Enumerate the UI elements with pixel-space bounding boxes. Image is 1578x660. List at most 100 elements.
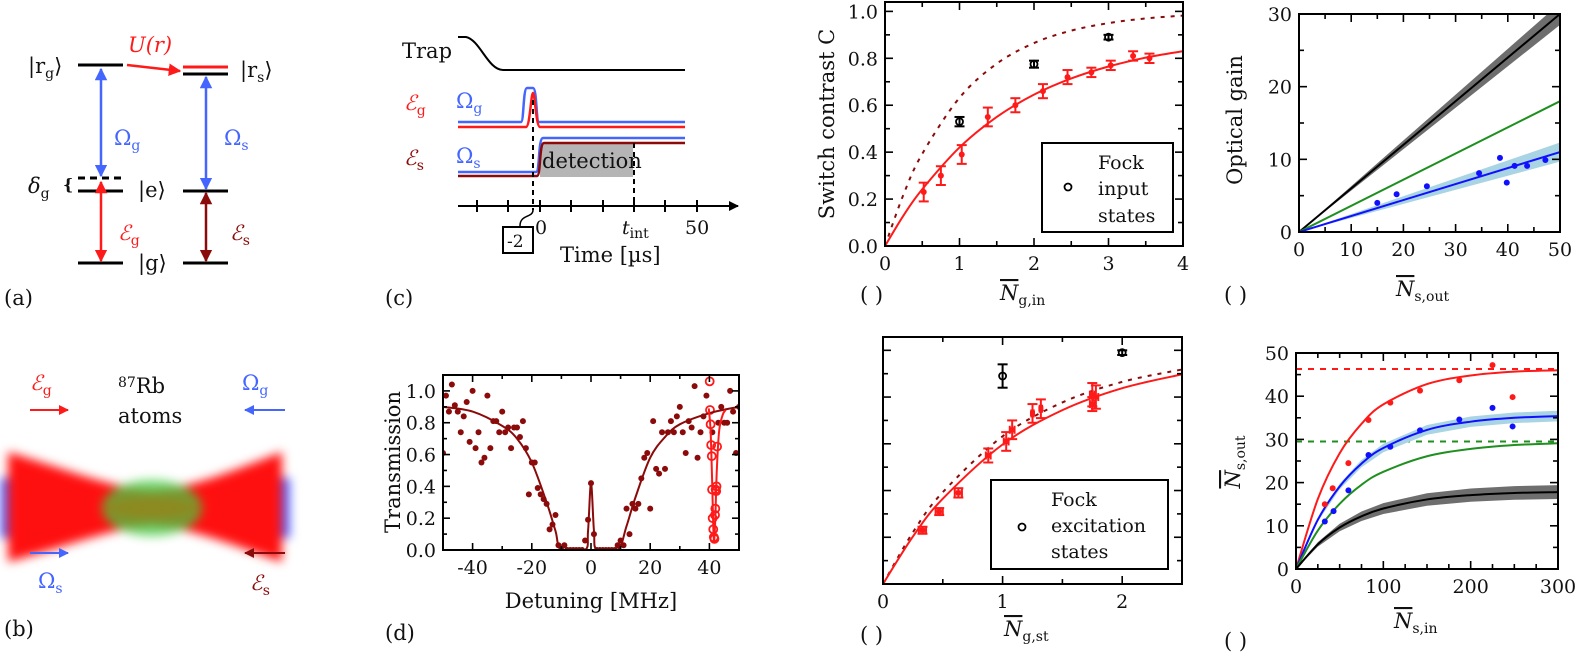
- x-tick-label: 0: [585, 557, 597, 579]
- data-point: [724, 419, 731, 426]
- y-tick-label: 20: [1265, 473, 1289, 495]
- data-point: [1064, 74, 1071, 81]
- x-tick-label: 20: [638, 557, 662, 579]
- fit-curve: [1299, 151, 1560, 232]
- data-point: [460, 413, 467, 420]
- data-point: [445, 408, 452, 415]
- panel-label-d: (d): [385, 621, 415, 645]
- data-point: [1089, 401, 1095, 407]
- data-point: [1489, 362, 1496, 369]
- x-axis-label: Ng,st: [1003, 617, 1049, 645]
- data-point: [679, 429, 686, 436]
- data-point: [664, 429, 671, 436]
- x-tick-label: 2: [1116, 591, 1128, 613]
- y-tick-label: 30: [1265, 429, 1289, 451]
- e-g-trace: [458, 91, 685, 129]
- panel-a-level-diagram: |rg⟩ |rs⟩ U(r) Ωg Ωs δg { |e⟩ |g⟩ ℰg ℰs …: [4, 33, 273, 310]
- legend-text: states: [1051, 541, 1108, 563]
- y-axis-label: Transmission: [381, 391, 405, 533]
- data-point: [1365, 451, 1372, 458]
- label-E-s: ℰs: [230, 221, 250, 249]
- panel-b-setup: ℰg Ωg 87Rb atoms Ωs ℰs (b): [0, 371, 290, 641]
- y-axis-label: Optical gain: [1223, 55, 1247, 185]
- y-tick-label: 1.0: [406, 381, 436, 403]
- data-point: [984, 113, 991, 120]
- x-tick-label: 100: [1365, 576, 1401, 598]
- data-point: [662, 465, 668, 472]
- data-point: [644, 449, 651, 456]
- x-tick-label: 3: [1102, 253, 1114, 275]
- data-point: [937, 172, 944, 179]
- data-point: [1387, 399, 1394, 406]
- label-omega-g: Ωg: [456, 89, 482, 117]
- y-tick-label: 1.0: [848, 1, 878, 23]
- data-point: [1009, 427, 1015, 433]
- x-tick-label: 50: [1548, 239, 1572, 261]
- panel-label-a: (a): [4, 286, 33, 310]
- data-point: [552, 512, 559, 518]
- label-omega-s: Ωs: [224, 126, 249, 154]
- data-point: [1104, 32, 1113, 42]
- label-minus2: -2: [507, 232, 524, 252]
- data-point: [1345, 460, 1352, 467]
- data-point: [635, 500, 642, 507]
- x-tick-label: 0: [879, 253, 891, 275]
- data-point: [466, 438, 473, 445]
- data-point: [667, 418, 674, 425]
- x-axis-label: Ns,in: [1393, 609, 1438, 637]
- data-point: [514, 424, 520, 431]
- label-delta-g: δg: [28, 174, 50, 202]
- data-point: [481, 454, 488, 461]
- confidence-band: [1299, 14, 1560, 232]
- omega-s-trace: [458, 136, 685, 174]
- tick-50: 50: [685, 217, 709, 239]
- y-tick-label: 10: [1265, 516, 1289, 538]
- label-e: |e⟩: [138, 178, 166, 203]
- plot-frame: [442, 374, 740, 551]
- label-atoms: atoms: [118, 404, 182, 428]
- beam-overlap: [104, 496, 200, 520]
- label-E-g: ℰg: [404, 91, 426, 119]
- data-point: [1489, 404, 1496, 411]
- y-tick-label: 0.2: [406, 508, 436, 530]
- omega-g-trace: [458, 86, 685, 124]
- data-point: [1117, 348, 1127, 358]
- data-point: [1130, 52, 1137, 59]
- x-tick-label: 20: [1391, 239, 1415, 261]
- data-point: [1456, 416, 1463, 423]
- data-point: [1509, 394, 1516, 401]
- y-tick-label: 30: [1268, 4, 1292, 26]
- data-point: [1039, 88, 1046, 95]
- y-tick-label: 50: [1265, 343, 1289, 365]
- minus2-box: [502, 226, 534, 254]
- data-point: [650, 418, 657, 425]
- data-point: [534, 484, 541, 491]
- panel-label-c: (c): [385, 286, 413, 310]
- x-tick-label: 30: [1444, 239, 1468, 261]
- data-point: [688, 424, 695, 431]
- label-E-g: ℰg: [118, 221, 140, 249]
- label-U: U(r): [128, 33, 172, 57]
- data-point: [1012, 102, 1019, 109]
- detection-window: [540, 143, 633, 177]
- x-tick-label: 40: [697, 557, 721, 579]
- data-point: [508, 445, 515, 452]
- data-point: [623, 505, 630, 512]
- y-tick-label: 0.0: [848, 236, 878, 258]
- confidence-band: [1296, 485, 1558, 569]
- data-point: [1496, 154, 1503, 161]
- tick-tint: tint: [622, 217, 649, 242]
- data-point: [487, 445, 494, 452]
- data-point: [519, 418, 526, 425]
- time-axis-label: Time [µs]: [560, 243, 661, 267]
- panel-c-timing: Trap ℰg Ωg detection ℰs Ωs -2 0 50 tint …: [385, 36, 739, 310]
- data-point: [1524, 162, 1531, 169]
- data-point: [1038, 406, 1044, 412]
- legend-text: input: [1098, 178, 1149, 200]
- data-point: [454, 408, 461, 415]
- x-tick-label: 0: [1290, 576, 1302, 598]
- plot-marks: [1299, 14, 1560, 232]
- data-point: [659, 429, 666, 436]
